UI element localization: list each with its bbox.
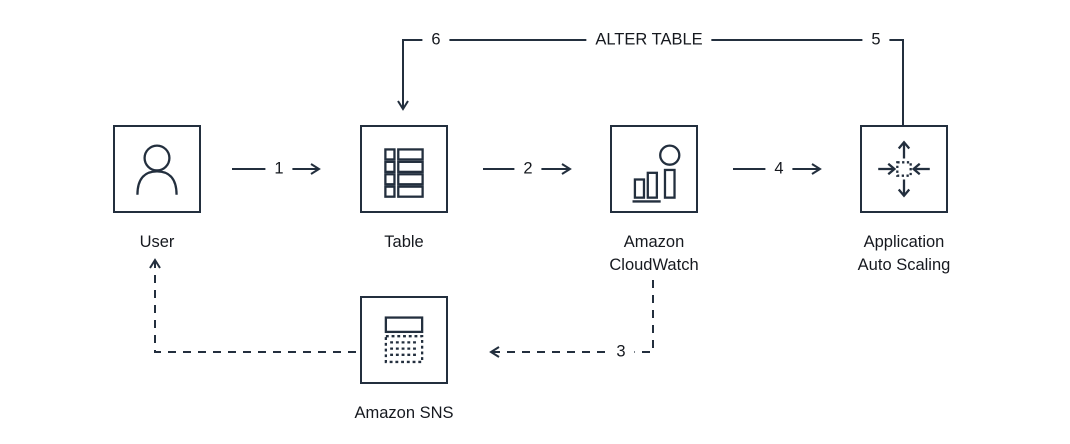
node-label-application-auto-scaling: Application Auto Scaling xyxy=(794,231,1014,277)
cloudwatch-icon xyxy=(610,125,698,213)
node-table: Table xyxy=(360,125,448,251)
connector-step3-arrow xyxy=(489,280,654,358)
table-icon xyxy=(360,125,448,213)
node-amazon-cloudwatch: Amazon CloudWatch xyxy=(609,125,699,274)
edge-label-step3: 3 xyxy=(607,341,635,363)
node-application-auto-scaling: Application Auto Scaling xyxy=(858,125,950,274)
auto-scaling-icon-glyph xyxy=(878,140,930,198)
table-icon-glyph xyxy=(384,148,424,198)
user-icon-glyph xyxy=(136,144,178,195)
cloudwatch-icon-glyph xyxy=(632,144,681,203)
node-user: User xyxy=(113,125,201,251)
edge-label-step6: 6 xyxy=(422,29,450,51)
node-label-amazon-cloudwatch: Amazon CloudWatch xyxy=(544,231,764,277)
edge-label-step5: 5 xyxy=(862,29,890,51)
node-amazon-sns: Amazon SNS xyxy=(354,296,454,422)
user-icon xyxy=(113,125,201,213)
connector-alter-table-arrow xyxy=(397,39,904,125)
node-label-line2: CloudWatch xyxy=(609,256,699,274)
connector-sns-to-user-arrow xyxy=(149,258,356,353)
node-label-user: User xyxy=(139,233,175,251)
edge-label-alter-table: ALTER TABLE xyxy=(586,29,712,51)
edge-label-step4: 4 xyxy=(765,158,793,180)
edge-label-step1: 1 xyxy=(265,158,293,180)
node-label-table: Table xyxy=(384,233,424,251)
node-label-line2: Auto Scaling xyxy=(857,256,951,274)
sns-icon xyxy=(360,296,448,384)
node-label-amazon-sns: Amazon SNS xyxy=(354,404,454,422)
node-label-line1: Application xyxy=(863,233,945,251)
sns-icon-glyph xyxy=(384,316,424,364)
auto-scaling-icon xyxy=(860,125,948,213)
node-label-line1: Amazon xyxy=(623,233,685,251)
edge-label-step2: 2 xyxy=(514,158,542,180)
